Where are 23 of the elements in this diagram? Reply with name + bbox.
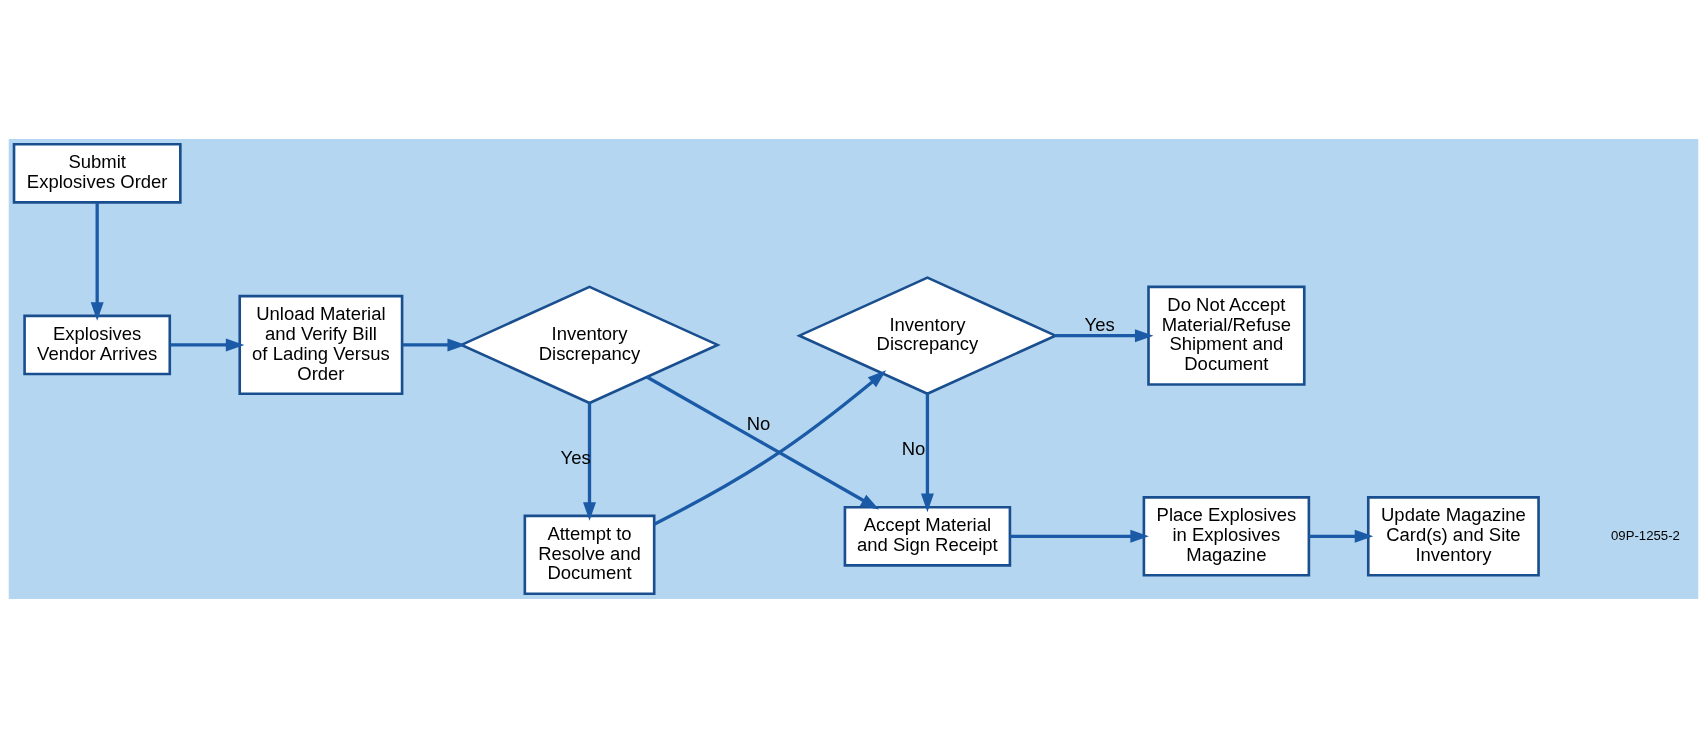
arrow (920, 393, 934, 513)
arrow (583, 403, 596, 521)
arrow (1010, 529, 1149, 543)
arrow (646, 375, 880, 510)
node-box: Do Not Accept Material/Refuse Shipment and Document (1147, 285, 1306, 386)
arrow (1055, 329, 1154, 343)
arrow (653, 370, 887, 526)
node-box: Unload Material and Verify Bill of Lading Versus Order (238, 294, 404, 396)
edge-label: No (746, 412, 771, 434)
edge-label: No (901, 438, 926, 460)
arrow (90, 202, 104, 321)
node-box: Attempt to Resolve and Document (523, 514, 656, 596)
label: 09P-1255-2 (1611, 527, 1680, 543)
node-diamond: Inventory Discrepancy (796, 276, 1059, 396)
node-box: Accept Material and Sign Receipt (843, 505, 1012, 567)
edge-label: Yes (1084, 313, 1115, 335)
node-box: Explosives Vendor Arrives (23, 314, 172, 376)
arrow (1309, 529, 1374, 543)
arrow (170, 338, 245, 352)
node-box: Place Explosives in Explosives Magazine (1142, 496, 1311, 577)
node-box: Update Magazine Card(s) and Site Inventory (1366, 496, 1540, 577)
node-box: Submit Explosives Order (12, 142, 182, 204)
arrow (402, 338, 466, 352)
